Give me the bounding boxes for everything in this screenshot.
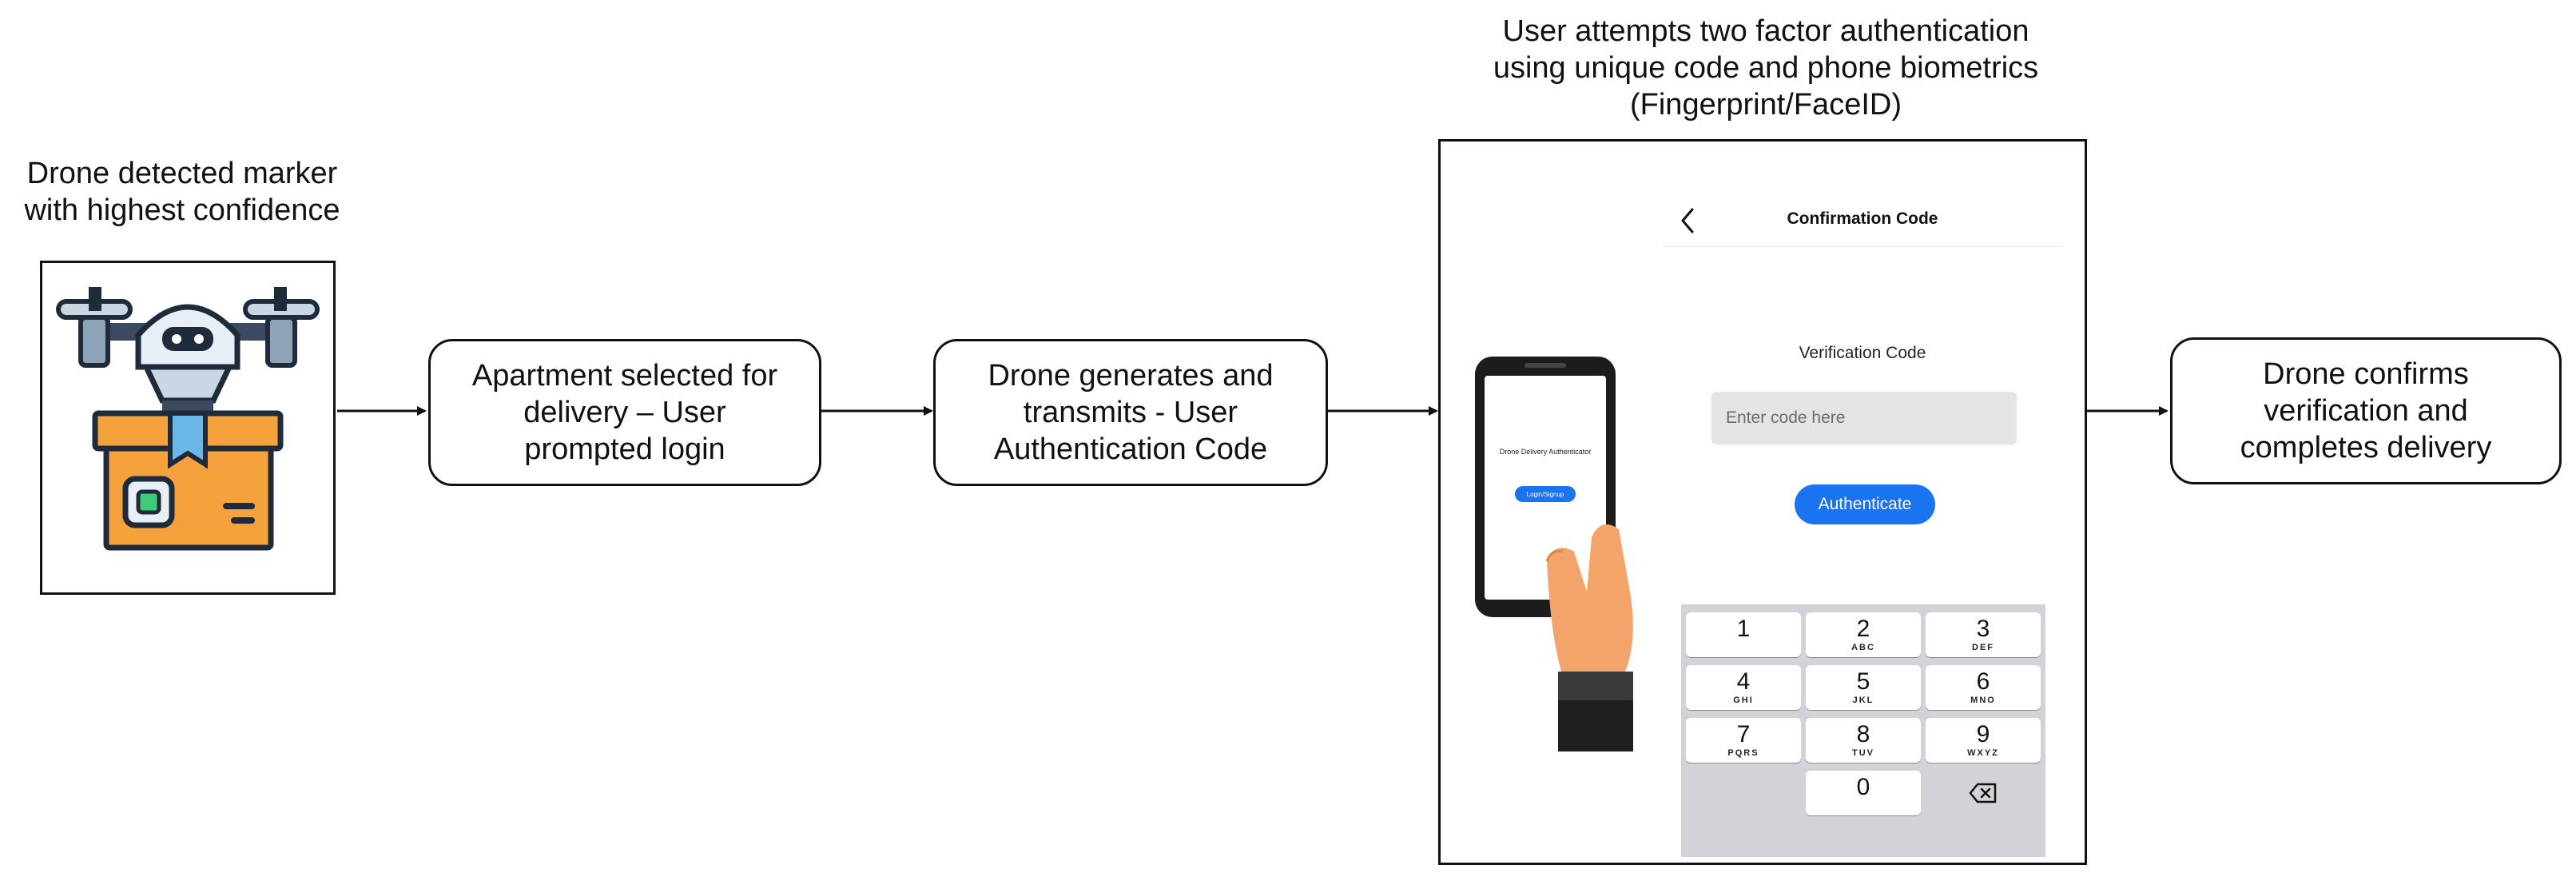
key-7-number: 7	[1736, 720, 1751, 747]
key-8-number: 8	[1856, 720, 1870, 747]
step-apartment-line-1: Apartment selected for	[471, 359, 778, 393]
key-6-number: 6	[1976, 668, 1990, 695]
header-divider	[1664, 246, 2061, 247]
key-4[interactable]: 4 GHI	[1686, 665, 1801, 710]
step-generate-line-2: transmits - User	[1023, 396, 1238, 429]
key-5-number: 5	[1856, 668, 1870, 695]
hand-holding-phone-icon	[1475, 357, 1633, 751]
numeric-keypad: 1 2 ABC 3 DEF 4 GHI 5 JKL 6 MNO 7 PQRS 8	[1681, 604, 2045, 857]
two-factor-caption-line-1: User attempts two factor authentication	[1502, 14, 2029, 48]
step-confirm-line-3: completes delivery	[2240, 431, 2492, 464]
backspace-icon	[1969, 783, 1997, 803]
phone-app-name: Drone Delivery Authenticator	[1499, 448, 1592, 456]
step-confirm-line-1: Drone confirms	[2263, 357, 2469, 391]
key-1-number: 1	[1736, 615, 1751, 642]
phone-login-button[interactable]: Login/Signup	[1515, 486, 1576, 502]
key-9-letters: WXYZ	[1967, 747, 1999, 758]
key-8-letters: TUV	[1852, 747, 1874, 758]
two-factor-caption-line-2: using unique code and phone biometrics	[1493, 51, 2039, 85]
key-0-number: 0	[1856, 773, 1870, 800]
screen-title: Confirmation Code	[1787, 209, 1938, 228]
key-4-letters: GHI	[1733, 695, 1754, 705]
marker-caption-line-2: with highest confidence	[24, 193, 340, 227]
backspace-key[interactable]	[1926, 771, 2041, 815]
verification-code-label: Verification Code	[1799, 344, 1926, 362]
step-apartment-line-3: prompted login	[524, 433, 725, 466]
authenticate-button[interactable]: Authenticate	[1795, 484, 1935, 524]
confirmation-code-screen: Confirmation Code Verification Code Auth…	[1664, 189, 2061, 857]
drone-image-frame	[40, 261, 336, 595]
step-apartment-line-2: delivery – User	[523, 396, 726, 429]
key-1[interactable]: 1	[1686, 612, 1801, 657]
back-chevron-icon[interactable]	[1676, 205, 1700, 237]
step-generate-line-1: Drone generates and	[988, 359, 1274, 393]
step-generate-line-3: Authentication Code	[993, 433, 1268, 466]
verification-code-input[interactable]	[1711, 392, 2017, 444]
key-2[interactable]: 2 ABC	[1806, 612, 1921, 657]
key-0[interactable]: 0	[1806, 771, 1921, 815]
two-factor-caption: User attempts two factor authentication …	[1406, 13, 2125, 123]
key-9[interactable]: 9 WXYZ	[1926, 718, 2041, 763]
key-7[interactable]: 7 PQRS	[1686, 718, 1801, 763]
hand-holding-phone-illustration: Drone Delivery Authenticator Login/Signu…	[1467, 352, 1659, 767]
step-apartment-selected: Apartment selected for delivery – User p…	[428, 339, 821, 486]
key-2-letters: ABC	[1851, 642, 1875, 652]
key-9-number: 9	[1976, 720, 1990, 747]
drone-package-icon	[56, 287, 320, 551]
key-3[interactable]: 3 DEF	[1926, 612, 2041, 657]
key-5-letters: JKL	[1852, 695, 1874, 705]
key-6-letters: MNO	[1970, 695, 1996, 705]
key-2-number: 2	[1856, 615, 1870, 642]
key-7-letters: PQRS	[1727, 747, 1759, 758]
key-5[interactable]: 5 JKL	[1806, 665, 1921, 710]
key-3-number: 3	[1976, 615, 1990, 642]
step-drone-confirms: Drone confirms verification and complete…	[2170, 337, 2562, 484]
key-3-letters: DEF	[1972, 642, 1994, 652]
key-4-number: 4	[1736, 668, 1751, 695]
step-confirm-line-2: verification and	[2264, 394, 2468, 428]
step-drone-generates-code: Drone generates and transmits - User Aut…	[933, 339, 1328, 486]
key-6[interactable]: 6 MNO	[1926, 665, 2041, 710]
key-8[interactable]: 8 TUV	[1806, 718, 1921, 763]
two-factor-caption-line-3: (Fingerprint/FaceID)	[1630, 88, 1902, 122]
marker-caption-line-1: Drone detected marker	[26, 157, 338, 190]
marker-caption: Drone detected marker with highest confi…	[0, 155, 364, 229]
